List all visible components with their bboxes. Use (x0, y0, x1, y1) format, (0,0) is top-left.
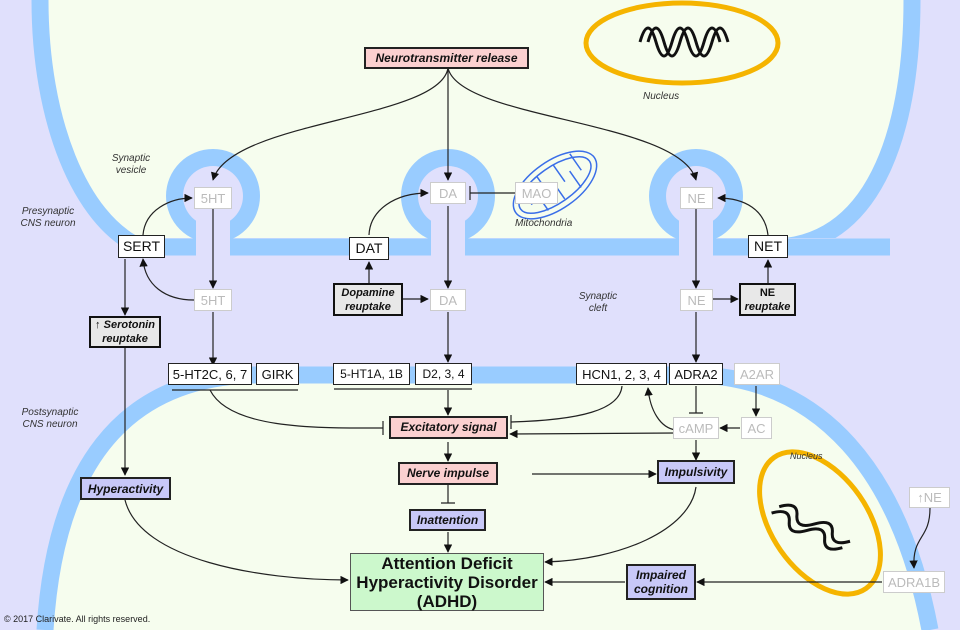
edge-sert-to-5ht (142, 193, 193, 236)
node-excitatory-signal[interactable]: Excitatory signal (389, 416, 508, 439)
node-dopamine-reuptake[interactable]: Dopamine reuptake (333, 283, 403, 316)
node-net[interactable]: NET (748, 235, 788, 258)
node-nerve-impulse[interactable]: Nerve impulse (398, 462, 498, 485)
node-ac[interactable]: AC (741, 417, 772, 439)
node-da-cleft[interactable]: DA (430, 289, 466, 311)
edge-mao-inhibits-da (469, 186, 516, 200)
edge-camp-to-hcn (644, 387, 677, 431)
node-d234-receptor[interactable]: D2, 3, 4 (415, 363, 472, 385)
edge-ne-up-to-adra1b (909, 507, 931, 569)
node-5ht-cleft[interactable]: 5HT (194, 289, 232, 311)
node-neurotransmitter-release[interactable]: Neurotransmitter release (364, 47, 529, 69)
copyright: © 2017 Clarivate. All rights reserved. (4, 614, 151, 624)
edge-camp-to-excitatory (509, 429, 677, 439)
label-nucleus-top: Nucleus (643, 91, 680, 102)
node-hcn-channel[interactable]: HCN1, 2, 3, 4 (576, 363, 667, 385)
node-ne-cleft[interactable]: NE (680, 289, 713, 311)
edge-hyperactivity-to-adhd (124, 499, 349, 585)
nucleus-bottom (757, 449, 883, 597)
node-sert[interactable]: SERT (118, 235, 165, 258)
edge-net-to-ne (717, 193, 769, 236)
node-a2ar[interactable]: A2AR (734, 363, 780, 385)
edge-nerve-inhibits-inattention (441, 485, 455, 504)
label-nucleus-bottom: Nucleus (790, 451, 823, 461)
up-arrow-icon: ↑ (95, 319, 101, 331)
nucleus-top (583, 0, 781, 86)
node-mao[interactable]: MAO (515, 182, 558, 204)
edge-hcn-inhibits-excitatory (510, 385, 623, 429)
edge-impulsivity-to-adhd (544, 486, 697, 566)
node-ne-increase[interactable]: ↑NE (909, 487, 950, 508)
edge-ht2c-inhibits-excitatory (209, 389, 384, 435)
edge-adra2-inhibits-camp (689, 386, 703, 414)
node-dat[interactable]: DAT (349, 237, 389, 260)
node-girk[interactable]: GIRK (256, 363, 299, 385)
node-5ht1a-receptor[interactable]: 5-HT1A, 1B (333, 363, 410, 385)
node-impulsivity[interactable]: Impulsivity (657, 460, 735, 484)
label-synaptic-vesicle: Synaptic vesicle (111, 153, 151, 176)
edge-dat-to-da (368, 188, 429, 236)
label-presynaptic-neuron: Presynaptic CNS neuron (20, 206, 76, 229)
node-ne-vesicle[interactable]: NE (680, 187, 713, 209)
node-5ht-vesicle[interactable]: 5HT (194, 187, 232, 209)
postsynaptic-membrane (36, 366, 939, 630)
node-inattention[interactable]: Inattention (409, 509, 486, 531)
dna-helix-top-icon (638, 26, 722, 58)
label-mitochondria: Mitochondria (515, 218, 573, 229)
node-5ht2c-receptor[interactable]: 5-HT2C, 6, 7 (168, 363, 252, 385)
label-postsynaptic-neuron: Postsynaptic CNS neuron (21, 407, 79, 430)
node-adra2[interactable]: ADRA2 (669, 363, 723, 385)
node-adra1b[interactable]: ADRA1B (883, 571, 945, 593)
node-ne-reuptake[interactable]: NE reuptake (739, 283, 796, 316)
node-impaired-cognition[interactable]: Impaired cognition (626, 564, 696, 600)
node-hyperactivity[interactable]: Hyperactivity (80, 477, 171, 500)
edge-release-to-ne (447, 67, 699, 181)
edge-5ht-cleft-to-sert (139, 258, 195, 301)
node-camp[interactable]: cAMP (673, 417, 719, 439)
node-adhd[interactable]: Attention Deficit Hyperactivity Disorder… (350, 553, 544, 611)
dna-helix-bottom-icon (771, 510, 843, 551)
node-da-vesicle[interactable]: DA (430, 182, 466, 204)
edge-release-to-5ht (211, 67, 449, 181)
node-serotonin-reuptake[interactable]: ↑ Serotonin reuptake (89, 316, 161, 348)
label-synaptic-cleft: Synaptic cleft (578, 291, 618, 314)
